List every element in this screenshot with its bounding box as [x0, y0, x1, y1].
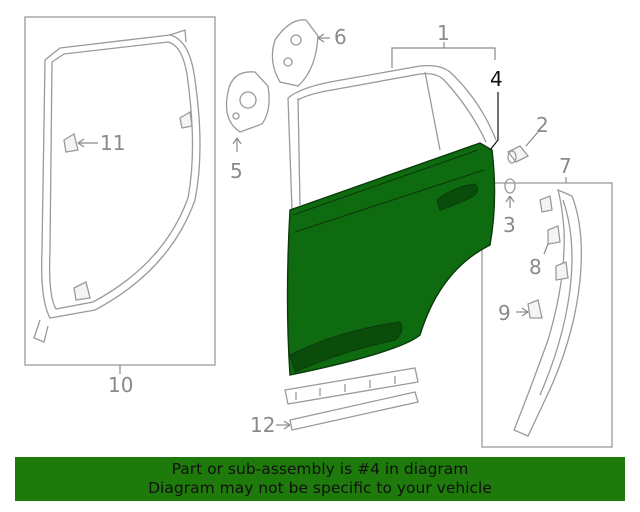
callout-7: 7 [559, 154, 572, 178]
inset-box-7 [481, 182, 613, 448]
callout-5: 5 [230, 159, 243, 183]
callout-2: 2 [536, 113, 549, 137]
door-shell-4 [286, 142, 496, 376]
clip-8 [539, 195, 569, 281]
bushing-2 [506, 145, 530, 164]
callout-8: 8 [529, 255, 542, 279]
callout-1: 1 [437, 21, 450, 45]
parts-diagram: 11 10 8 9 7 1 4 [24, 16, 613, 448]
callout-4: 4 [490, 67, 503, 91]
leader-1 [391, 47, 496, 68]
callout-12: 12 [250, 413, 275, 437]
bracket-5 [225, 71, 270, 133]
door-frame-1 [287, 64, 497, 211]
clip-11 [63, 132, 79, 153]
weatherstrip-10 [33, 29, 201, 343]
garnish-7 [513, 188, 583, 437]
banner-line-2: Diagram may not be specific to your vehi… [148, 479, 492, 497]
clip-9 [527, 299, 543, 319]
leader-8 [543, 243, 549, 255]
callout-9: 9 [498, 301, 511, 325]
leader-2 [525, 131, 539, 147]
callout-10: 10 [108, 373, 133, 397]
leader-4 [489, 92, 499, 151]
grommet-3 [504, 178, 516, 194]
info-banner: Part or sub-assembly is #4 in diagram Di… [15, 457, 625, 501]
sill-strip-12 [284, 367, 419, 431]
callout-3: 3 [503, 213, 516, 237]
banner-line-1: Part or sub-assembly is #4 in diagram [171, 460, 469, 478]
bracket-6 [271, 19, 319, 87]
callout-6: 6 [334, 25, 347, 49]
inset-box-10 [24, 16, 216, 366]
callout-11: 11 [100, 131, 125, 155]
